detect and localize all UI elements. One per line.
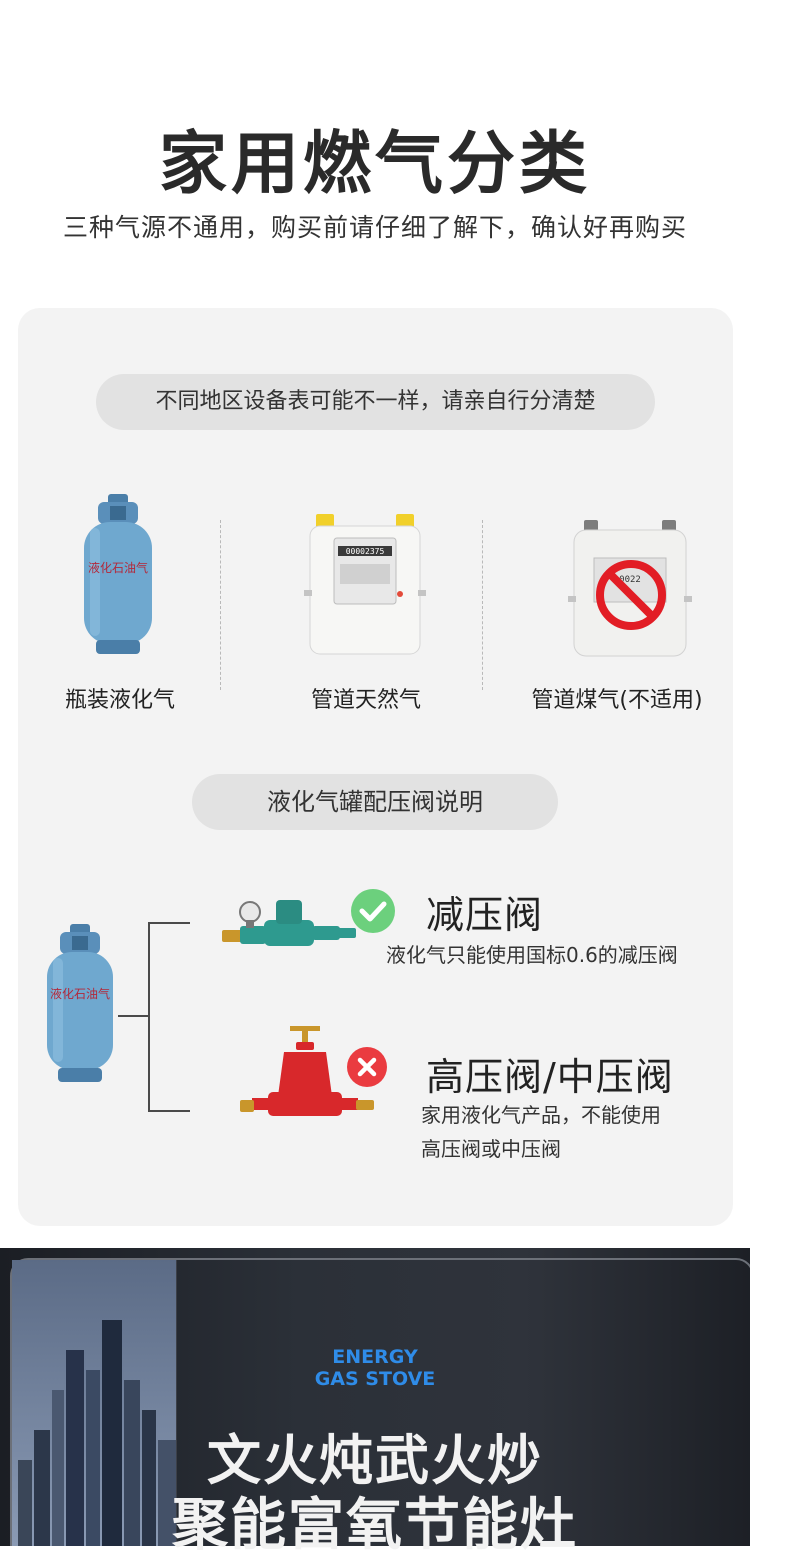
divider	[220, 520, 221, 690]
valve-description: 家用液化气产品，不能使用	[421, 1103, 661, 1127]
valve-description: 高压阀或中压阀	[421, 1137, 561, 1161]
meter-digits: 0022	[619, 575, 641, 585]
cylinder-label: 液化石油气	[88, 560, 148, 575]
divider	[482, 520, 483, 690]
page-title: 家用燃气分类	[158, 125, 591, 204]
region-note-pill: 不同地区设备表可能不一样，请亲自行分清楚	[96, 374, 655, 430]
valve-title: 高压阀/中压阀	[426, 1055, 674, 1099]
meter-digits: 00002375	[346, 547, 385, 556]
high-pressure-valve-image	[240, 1026, 374, 1116]
prohibited-icon	[596, 560, 666, 630]
banner-english-line1: ENERGY	[332, 1346, 418, 1368]
cross-icon	[347, 1047, 387, 1087]
valve-title: 减压阀	[426, 893, 544, 937]
gas-cylinder-image: 液化石油气	[84, 494, 152, 654]
banner-title-line1: 文火炖武火炒	[207, 1429, 543, 1492]
gas-type-label: 瓶装液化气	[64, 688, 175, 713]
gas-type-label: 管道天然气	[310, 688, 421, 713]
promo-banner	[0, 1248, 750, 1546]
banner-title-line2: 聚能富氧节能灶	[172, 1493, 578, 1558]
reducing-valve-image	[222, 900, 356, 946]
valve-info-pill: 液化气罐配压阀说明	[192, 774, 558, 830]
gas-meter-image: 00002375	[304, 514, 426, 655]
cylinder-label: 液化石油气	[50, 986, 110, 1001]
valve-description: 液化气只能使用国标0.6的减压阀	[386, 943, 678, 967]
connector-line	[118, 1015, 150, 1017]
gas-cylinder-image: 液化石油气	[47, 924, 113, 1082]
connector-bracket	[148, 922, 190, 1112]
gas-type-label: 管道煤气(不适用)	[531, 688, 703, 713]
banner-english-line2: GAS STOVE	[314, 1368, 436, 1390]
city-skyline-image	[12, 1260, 176, 1546]
check-icon	[351, 889, 395, 933]
page-subtitle: 三种气源不通用，购买前请仔细了解下，确认好再购买	[62, 213, 687, 242]
